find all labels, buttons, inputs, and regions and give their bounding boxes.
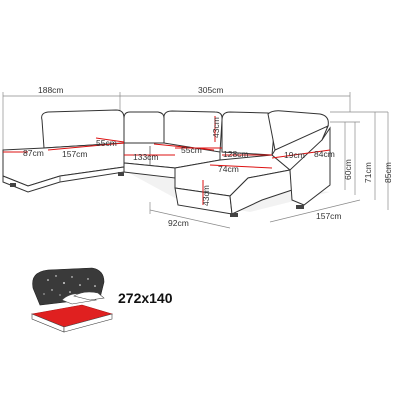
dim-chaise-height: 43cm <box>201 185 211 206</box>
dim-seat-height: 60cm <box>343 159 353 180</box>
dim-chaise-seat-width: 128cm <box>223 149 249 159</box>
dim-total-height: 85cm <box>383 162 393 183</box>
dimension-lines <box>2 92 389 229</box>
dim-right-depth: 157cm <box>316 211 342 221</box>
dim-left-seat-depth: 87cm <box>23 148 44 158</box>
dim-seat-width-mid: 133cm <box>133 152 159 162</box>
dim-arm-width: 19cm <box>284 150 305 160</box>
dim-left-seat-width: 157cm <box>62 149 88 159</box>
dim-total-width: 305cm <box>198 85 224 95</box>
dim-chaise-depth: 74cm <box>218 164 239 174</box>
dim-back-cushion-a: 55cm <box>96 138 117 148</box>
dim-left-width: 188cm <box>38 85 64 95</box>
corner-sofa <box>2 109 331 217</box>
dim-chaise-width-bottom: 92cm <box>168 218 189 228</box>
dim-arm-height: 71cm <box>363 162 373 183</box>
dim-back-height: 43cm <box>211 117 221 138</box>
dim-back-cushion-b: 55cm <box>181 145 202 155</box>
red-measure-lines <box>3 116 331 205</box>
bed-size-label: 272x140 <box>118 290 173 306</box>
bed-function-icon <box>30 267 114 333</box>
dim-arm-depth: 84cm <box>314 149 335 159</box>
